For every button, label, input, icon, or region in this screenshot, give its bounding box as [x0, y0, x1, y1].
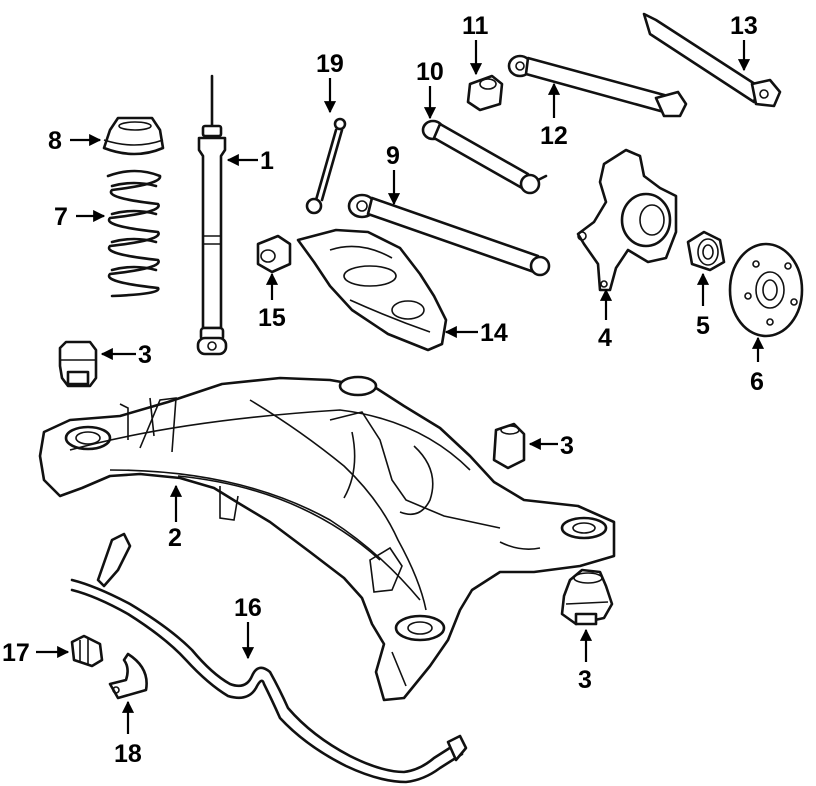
callout-11: 11: [462, 12, 489, 76]
svg-text:1: 1: [260, 147, 274, 175]
stabilizer-bar-icon: [70, 532, 468, 784]
trailing-link-icon: [642, 12, 782, 108]
svg-text:3: 3: [560, 432, 574, 460]
bushing-clamp-icon: [108, 652, 148, 700]
svg-text:13: 13: [730, 12, 758, 40]
callout-2: 2: [168, 484, 183, 552]
svg-text:16: 16: [234, 594, 262, 622]
callout-8: 8: [48, 127, 102, 155]
svg-text:3: 3: [138, 341, 152, 369]
subframe-mount-icon: [58, 340, 98, 388]
svg-text:15: 15: [258, 304, 286, 332]
coil-spring-icon: [106, 169, 162, 298]
callout-14: 14: [444, 319, 508, 347]
callout-15: 15: [258, 272, 286, 332]
callout-5: 5: [696, 272, 710, 340]
lower-control-arm-icon: [296, 228, 448, 352]
svg-text:2: 2: [168, 524, 182, 552]
callout-13: 13: [730, 12, 758, 72]
lateral-link-icon: [347, 193, 551, 277]
spring-insulator-icon: [102, 116, 165, 156]
control-arm-bushing-icon: [256, 234, 292, 274]
svg-text:3: 3: [578, 666, 592, 694]
svg-text:12: 12: [540, 122, 568, 150]
subframe-crossmember-icon: [38, 375, 616, 702]
callout-1: 1: [226, 147, 274, 175]
svg-text:10: 10: [416, 58, 444, 86]
camber-link-icon: [421, 119, 548, 195]
svg-text:7: 7: [54, 203, 68, 231]
svg-text:11: 11: [462, 12, 489, 40]
upper-link-icon: [507, 54, 688, 118]
svg-text:9: 9: [386, 142, 400, 170]
svg-text:8: 8: [48, 127, 62, 155]
svg-text:18: 18: [114, 740, 142, 768]
svg-text:6: 6: [750, 368, 764, 396]
stabilizer-bushing-icon: [70, 634, 104, 668]
callout-16: 16: [234, 594, 262, 660]
callout-7: 7: [54, 203, 106, 231]
knuckle-icon: [576, 148, 678, 292]
callout-3-top: 3: [100, 341, 152, 369]
hub-flange-icon: [728, 242, 804, 338]
svg-text:19: 19: [316, 50, 344, 78]
wheel-bearing-icon: [686, 230, 726, 272]
bushing-icon: [466, 74, 504, 112]
svg-text:5: 5: [696, 312, 710, 340]
callout-19: 19: [316, 50, 344, 114]
svg-text:4: 4: [598, 324, 612, 352]
callout-3-right: 3: [528, 432, 574, 460]
callout-6: 6: [750, 336, 765, 396]
callout-4: 4: [598, 288, 613, 352]
subframe-mount-icon: [492, 422, 526, 470]
callout-17: 17: [2, 639, 70, 667]
callout-9: 9: [386, 142, 401, 206]
stabilizer-link-icon: [305, 117, 347, 215]
shock-absorber-icon: [196, 74, 228, 356]
callout-18: 18: [114, 700, 142, 768]
svg-text:17: 17: [2, 639, 30, 667]
svg-text:14: 14: [480, 319, 508, 347]
callout-10: 10: [416, 58, 444, 120]
callout-12: 12: [540, 82, 568, 150]
callout-3-bottom: 3: [578, 628, 593, 694]
subframe-mount-icon: [560, 568, 614, 626]
